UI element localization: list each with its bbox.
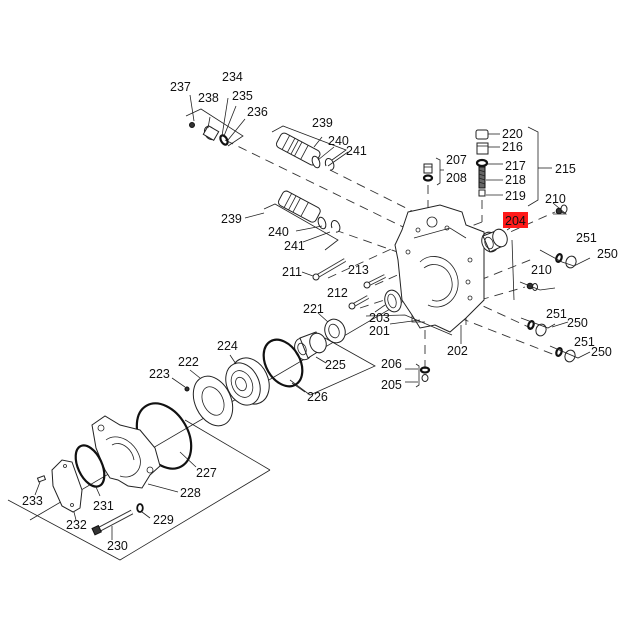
label-222[interactable]: 222 xyxy=(178,355,199,369)
label-211[interactable]: 211 xyxy=(282,265,302,279)
part-232-cover-plate[interactable] xyxy=(51,459,83,513)
part-229-washer[interactable] xyxy=(136,503,144,513)
label-229[interactable]: 229 xyxy=(153,513,174,527)
label-230[interactable]: 230 xyxy=(107,539,128,553)
label-206[interactable]: 206 xyxy=(381,357,402,371)
label-207[interactable]: 207 xyxy=(446,153,467,167)
part-213-bolt[interactable] xyxy=(363,274,386,289)
label-234[interactable]: 234 xyxy=(222,70,243,84)
part-222-port-plate[interactable] xyxy=(186,370,241,432)
part-212-bolt[interactable] xyxy=(348,295,369,310)
label-250-second[interactable]: 250 xyxy=(567,316,588,330)
label-224[interactable]: 224 xyxy=(217,339,238,353)
part-234-plug-assembly[interactable] xyxy=(185,108,244,147)
label-201[interactable]: 201 xyxy=(369,324,390,338)
label-250-third[interactable]: 250 xyxy=(591,345,612,359)
part-251-o-ring-1[interactable] xyxy=(555,253,563,263)
label-220[interactable]: 220 xyxy=(502,127,523,141)
part-201-main-housing[interactable] xyxy=(394,204,485,333)
label-251-second[interactable]: 251 xyxy=(546,307,567,321)
part-203-ring[interactable] xyxy=(382,288,403,313)
label-239-upper[interactable]: 239 xyxy=(312,116,333,130)
label-216[interactable]: 216 xyxy=(502,140,523,154)
label-203[interactable]: 203 xyxy=(369,311,390,325)
label-238[interactable]: 238 xyxy=(198,91,219,105)
highlight-box-204 xyxy=(503,212,528,228)
part-233-screw[interactable] xyxy=(36,475,47,483)
label-217[interactable]: 217 xyxy=(505,159,526,173)
part-207-plug[interactable] xyxy=(423,163,433,174)
label-251-first[interactable]: 251 xyxy=(576,231,597,245)
label-204[interactable]: 204 xyxy=(505,214,526,228)
part-215-relief-valve[interactable] xyxy=(475,129,489,197)
label-210-lower[interactable]: 210 xyxy=(531,263,552,277)
label-219[interactable]: 219 xyxy=(505,189,526,203)
label-210-upper[interactable]: 210 xyxy=(545,192,566,206)
label-223[interactable]: 223 xyxy=(149,367,170,381)
label-237[interactable]: 237 xyxy=(170,80,191,94)
label-213[interactable]: 213 xyxy=(348,263,369,277)
part-250-plug-3[interactable] xyxy=(563,349,577,364)
label-240-upper[interactable]: 240 xyxy=(328,134,349,148)
label-235[interactable]: 235 xyxy=(232,89,253,103)
part-labels: 234 237 238 235 236 239 240 241 239 240 … xyxy=(22,70,618,553)
label-218[interactable]: 218 xyxy=(505,173,526,187)
label-232[interactable]: 232 xyxy=(66,518,87,532)
label-231[interactable]: 231 xyxy=(93,499,114,513)
label-228[interactable]: 228 xyxy=(180,486,201,500)
label-202[interactable]: 202 xyxy=(447,344,468,358)
part-204-sleeve[interactable] xyxy=(479,227,510,254)
part-250-plug-2[interactable] xyxy=(534,323,548,338)
part-250-plug-1[interactable] xyxy=(564,255,578,270)
part-211-bolt[interactable] xyxy=(312,258,347,281)
part-239-spool-upper[interactable] xyxy=(271,125,347,171)
part-226-o-ring[interactable] xyxy=(256,333,310,393)
label-215[interactable]: 215 xyxy=(555,162,576,176)
label-250-first[interactable]: 250 xyxy=(597,247,618,261)
part-239-spool-lower[interactable] xyxy=(263,190,341,251)
label-212[interactable]: 212 xyxy=(327,286,348,300)
label-225[interactable]: 225 xyxy=(325,358,346,372)
part-251-o-ring-2[interactable] xyxy=(527,320,535,330)
part-225-coupling[interactable] xyxy=(292,331,329,362)
part-205-plug[interactable] xyxy=(421,374,429,382)
part-230-bolt[interactable] xyxy=(91,509,134,536)
label-233[interactable]: 233 xyxy=(22,494,43,508)
part-228-end-cover[interactable] xyxy=(91,415,161,489)
label-205[interactable]: 205 xyxy=(381,378,402,392)
part-231-o-ring[interactable] xyxy=(70,441,110,491)
part-251-o-ring-3[interactable] xyxy=(555,347,563,357)
part-223-pin[interactable] xyxy=(184,386,190,392)
part-210-plug-upper[interactable] xyxy=(555,204,568,215)
part-206-washer[interactable] xyxy=(419,366,431,374)
label-241-lower[interactable]: 241 xyxy=(284,239,305,253)
label-227[interactable]: 227 xyxy=(196,466,217,480)
part-208-o-ring[interactable] xyxy=(422,174,434,182)
label-240-lower[interactable]: 240 xyxy=(268,225,289,239)
label-208[interactable]: 208 xyxy=(446,171,467,185)
label-221[interactable]: 221 xyxy=(303,302,324,316)
part-224-rotor[interactable] xyxy=(219,352,276,411)
label-251-third[interactable]: 251 xyxy=(574,335,595,349)
part-221-seal[interactable] xyxy=(321,316,348,345)
label-239-lower[interactable]: 239 xyxy=(221,212,242,226)
label-226[interactable]: 226 xyxy=(307,390,328,404)
label-236[interactable]: 236 xyxy=(247,105,268,119)
label-241-upper[interactable]: 241 xyxy=(346,144,367,158)
